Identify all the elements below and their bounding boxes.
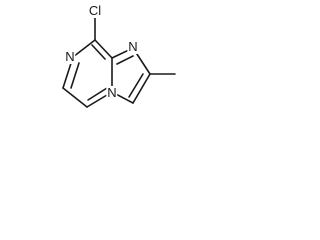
atom-label-nitrogen-imidazole: N (127, 39, 139, 54)
bond-c8a-n1-double (116, 55, 134, 65)
bond-c8a-c8-double (91, 44, 106, 60)
bond-c8-n7 (72, 39, 96, 58)
bond-c2-c3-double (128, 73, 144, 98)
atom-label-nitrogen-bridgehead: N (106, 85, 118, 100)
bond-skeleton (62, 17, 176, 108)
chemical-structure-diagram: Cl N N N (0, 0, 182, 134)
bond-n7-c6-double (70, 62, 80, 89)
atom-label-nitrogen-six-ring: N (64, 49, 76, 64)
bond-c5-n4-double (87, 87, 108, 101)
atom-label-chlorine: Cl (87, 3, 103, 18)
bond-c2-c3 (132, 73, 151, 104)
bond-c8a-c8 (94, 39, 113, 59)
bond-c6-c5 (62, 87, 88, 108)
